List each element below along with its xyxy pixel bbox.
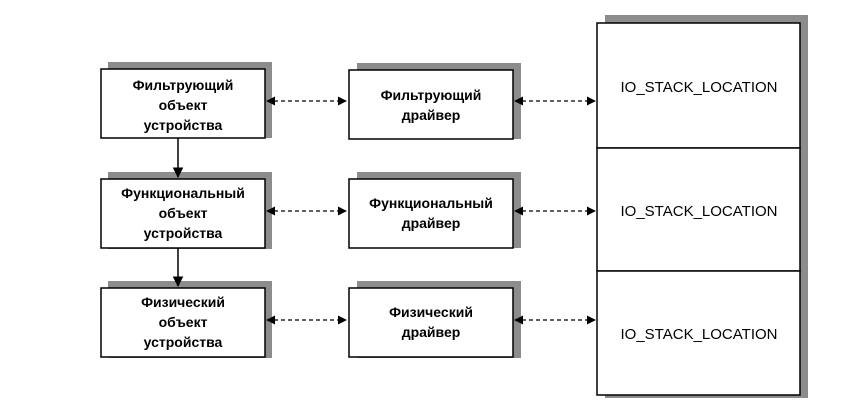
io-stack-location-2 [596, 147, 801, 272]
filter-device-object: Фильтрующий объект устройства [100, 62, 272, 139]
functional-device-object: Функциональный объект устройства [100, 172, 272, 249]
io-stack-location-1 [596, 22, 801, 149]
physical-device-object-line-2: объект [159, 314, 208, 330]
io-stack: IO_STACK_LOCATION IO_STACK_LOCATION IO_S… [596, 15, 808, 398]
functional-device-object-line-3: устройства [144, 225, 223, 241]
physical-driver-line-1: Физический [389, 304, 473, 320]
io-stack-location-3 [596, 270, 801, 396]
functional-driver-line-2: драйвер [402, 215, 461, 231]
physical-device-object: Физический объект устройства [100, 281, 272, 358]
filter-driver-line-2: драйвер [402, 107, 461, 123]
io-stack-location-label-1: IO_STACK_LOCATION [621, 79, 778, 96]
io-stack-location-label-2: IO_STACK_LOCATION [621, 203, 778, 220]
filter-device-object-line-1: Фильтрующий [133, 77, 234, 93]
filter-device-object-line-2: объект [159, 97, 208, 113]
filter-device-object-line-3: устройства [144, 117, 223, 133]
functional-device-object-line-2: объект [159, 205, 208, 221]
functional-driver: Функциональный драйвер [348, 172, 521, 249]
physical-driver-line-2: драйвер [402, 324, 461, 340]
functional-device-object-line-1: Функциональный [121, 185, 245, 201]
physical-device-object-line-1: Физический [141, 294, 225, 310]
io-stack-location-label-3: IO_STACK_LOCATION [621, 326, 778, 343]
physical-driver: Физический драйвер [348, 281, 521, 358]
filter-driver: Фильтрующий драйвер [348, 63, 521, 140]
physical-device-object-line-3: устройства [144, 334, 223, 350]
functional-driver-line-1: Функциональный [369, 195, 493, 211]
filter-driver-line-1: Фильтрующий [381, 87, 482, 103]
